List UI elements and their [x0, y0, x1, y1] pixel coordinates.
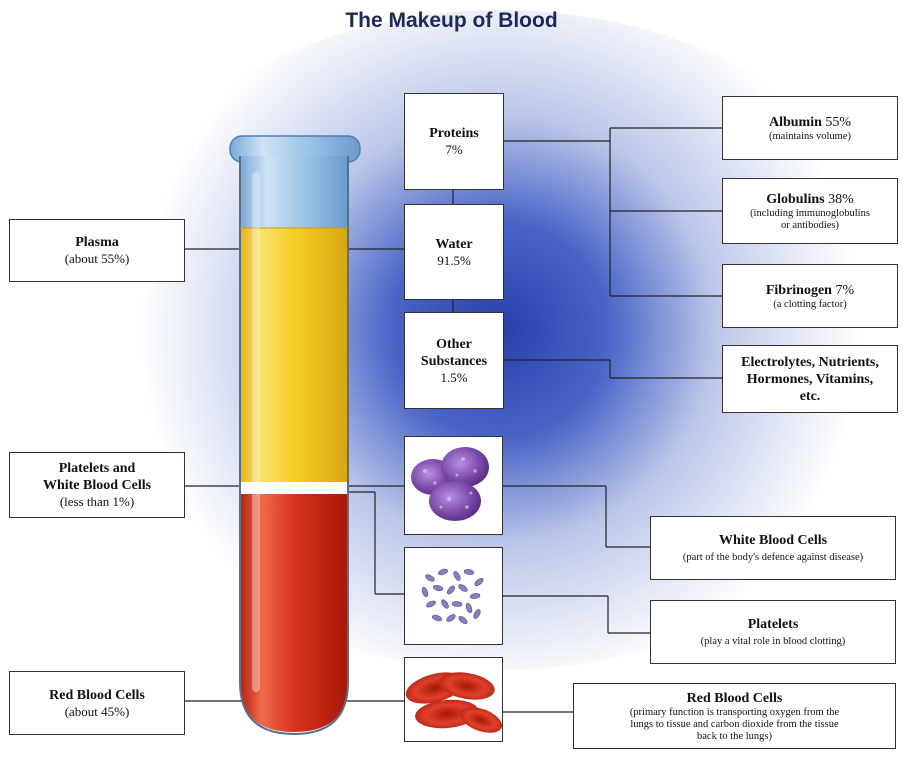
albumin-pct: 55% — [825, 114, 852, 130]
platelets-wbc-box: Platelets and White Blood Cells (less th… — [9, 452, 185, 518]
globulins-name: Globulins — [766, 191, 825, 207]
platelets-image — [404, 547, 503, 645]
test-tube — [229, 135, 361, 736]
page-title: The Makeup of Blood — [345, 9, 558, 32]
water-box: Water 91.5% — [404, 204, 504, 300]
fibrinogen-box: Fibrinogen 7% (a clotting factor) — [722, 264, 898, 328]
rbc-left-box: Red Blood Cells (about 45%) — [9, 671, 185, 735]
other-substances-box: Other Substances 1.5% — [404, 312, 504, 409]
platelets-right-desc: (play a vital role in blood clotting) — [700, 636, 846, 647]
plasma-sub: (about 55%) — [64, 251, 130, 266]
water-value: 91.5% — [437, 252, 471, 268]
albumin-desc: (maintains volume) — [769, 130, 851, 142]
globulins-desc-1: (including immunoglobulins — [750, 207, 870, 219]
electrolytes-line-2: Hormones, Vitamins, — [746, 371, 874, 387]
other-label-2: Substances — [420, 353, 488, 369]
platelets-illustration-icon — [421, 568, 484, 625]
white-blood-cell-illustration-icon — [411, 447, 489, 521]
wbc-right-label: White Blood Cells — [718, 533, 828, 548]
white-blood-cell-image — [404, 436, 503, 535]
electrolytes-line-1: Electrolytes, Nutrients, — [741, 354, 879, 370]
rbc-right-desc-2: lungs to tissue and carbon dioxide from … — [630, 718, 839, 730]
albumin-box: Albumin 55% (maintains volume) — [722, 96, 898, 160]
plasma-box: Plasma (about 55%) — [9, 219, 185, 282]
proteins-box: Proteins 7% — [404, 93, 504, 190]
rbc-right-label: Red Blood Cells — [686, 690, 783, 706]
electrolytes-box: Electrolytes, Nutrients, Hormones, Vitam… — [722, 345, 898, 413]
other-label-1: Other — [436, 336, 472, 352]
rbc-right-box: Red Blood Cells (primary function is tra… — [573, 683, 896, 749]
fibrinogen-pct: 7% — [835, 282, 855, 298]
platelets-right-box: Platelets (play a vital role in blood cl… — [650, 600, 896, 664]
proteins-label: Proteins — [429, 126, 479, 141]
rbc-right-desc-3: back to the lungs) — [697, 730, 772, 742]
globulins-desc-2: or antibodies) — [780, 219, 840, 231]
platelets-right-label: Platelets — [747, 617, 799, 632]
wbc-right-box: White Blood Cells (part of the body's de… — [650, 516, 896, 580]
platelets-wbc-sub: (less than 1%) — [59, 494, 135, 509]
albumin-name: Albumin — [768, 114, 822, 130]
red-blood-cells-illustration-icon — [405, 672, 502, 733]
platelets-wbc-label-1: Platelets and — [58, 461, 136, 476]
plasma-label: Plasma — [75, 235, 119, 250]
rbc-right-desc-1: (primary function is transporting oxygen… — [629, 706, 840, 718]
water-label: Water — [435, 236, 473, 252]
rbc-left-sub: (about 45%) — [64, 703, 130, 719]
proteins-value: 7% — [445, 142, 463, 157]
electrolytes-line-3: etc. — [799, 388, 821, 404]
rbc-left-label: Red Blood Cells — [49, 687, 145, 703]
wbc-right-desc: (part of the body's defence against dise… — [682, 552, 864, 563]
fibrinogen-desc: (a clotting factor) — [773, 298, 847, 310]
globulins-pct: 38% — [828, 191, 854, 207]
red-blood-cells-image — [404, 657, 503, 742]
other-value: 1.5% — [440, 369, 468, 385]
platelets-wbc-label-2: White Blood Cells — [42, 478, 152, 493]
fibrinogen-name: Fibrinogen — [765, 282, 832, 298]
globulins-box: Globulins 38% (including immunoglobulins… — [722, 178, 898, 244]
